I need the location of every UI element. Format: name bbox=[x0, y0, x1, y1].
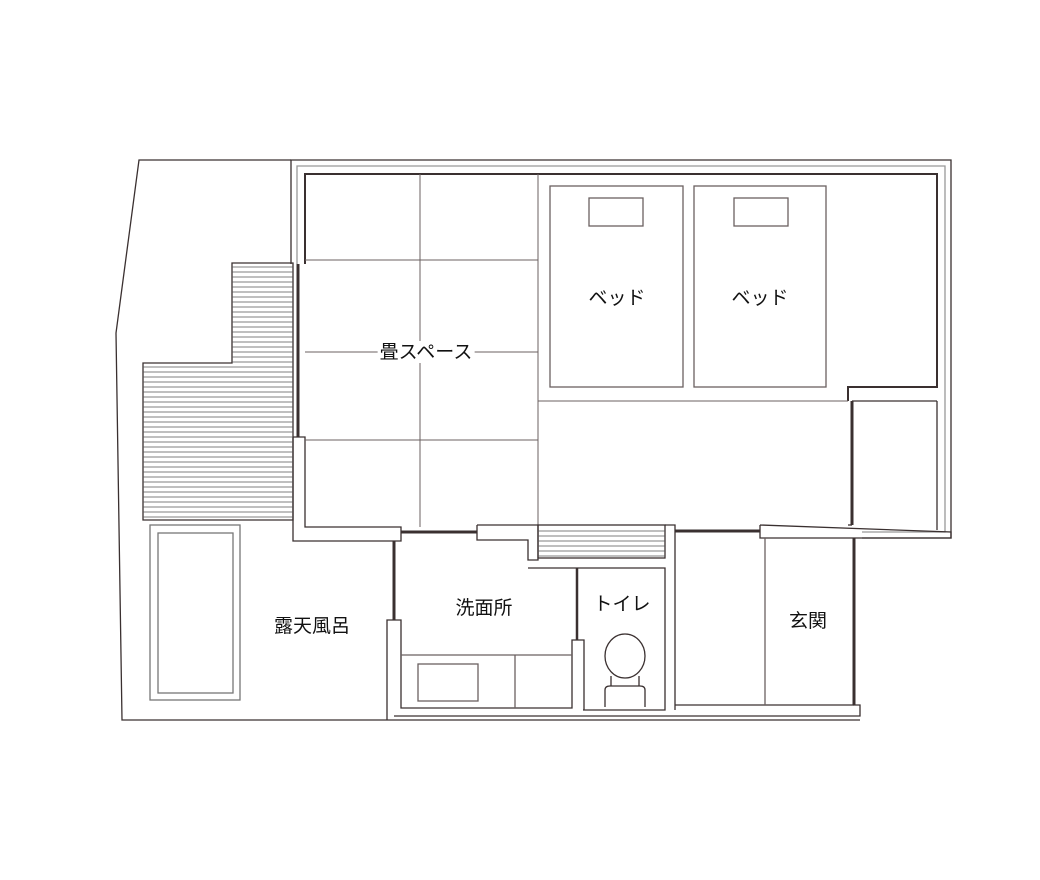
toilet-fixture bbox=[604, 633, 646, 707]
entry-steps bbox=[537, 524, 666, 559]
room-label-bed-1: ベッド bbox=[588, 287, 646, 309]
bath-tub-inner bbox=[157, 532, 234, 694]
bed-1 bbox=[549, 185, 684, 388]
bed-2 bbox=[693, 185, 827, 388]
pillow-1 bbox=[588, 197, 644, 227]
room-label-bed-2: ベッド bbox=[731, 287, 789, 309]
bath-tub-outer bbox=[149, 524, 241, 701]
washroom-walls bbox=[386, 538, 861, 720]
wash-basin bbox=[417, 663, 479, 702]
room-label-toilet: トイレ bbox=[593, 593, 651, 615]
room-label-tatami: 畳スペース bbox=[377, 341, 475, 363]
wood-deck bbox=[142, 262, 294, 521]
room-label-entrance: 玄関 bbox=[788, 610, 828, 632]
building-walls bbox=[290, 159, 952, 710]
pillow-2 bbox=[733, 197, 789, 227]
room-label-washroom: 洗面所 bbox=[455, 597, 513, 619]
site-boundary bbox=[115, 159, 860, 721]
room-label-open-air-bath: 露天風呂 bbox=[273, 615, 351, 637]
